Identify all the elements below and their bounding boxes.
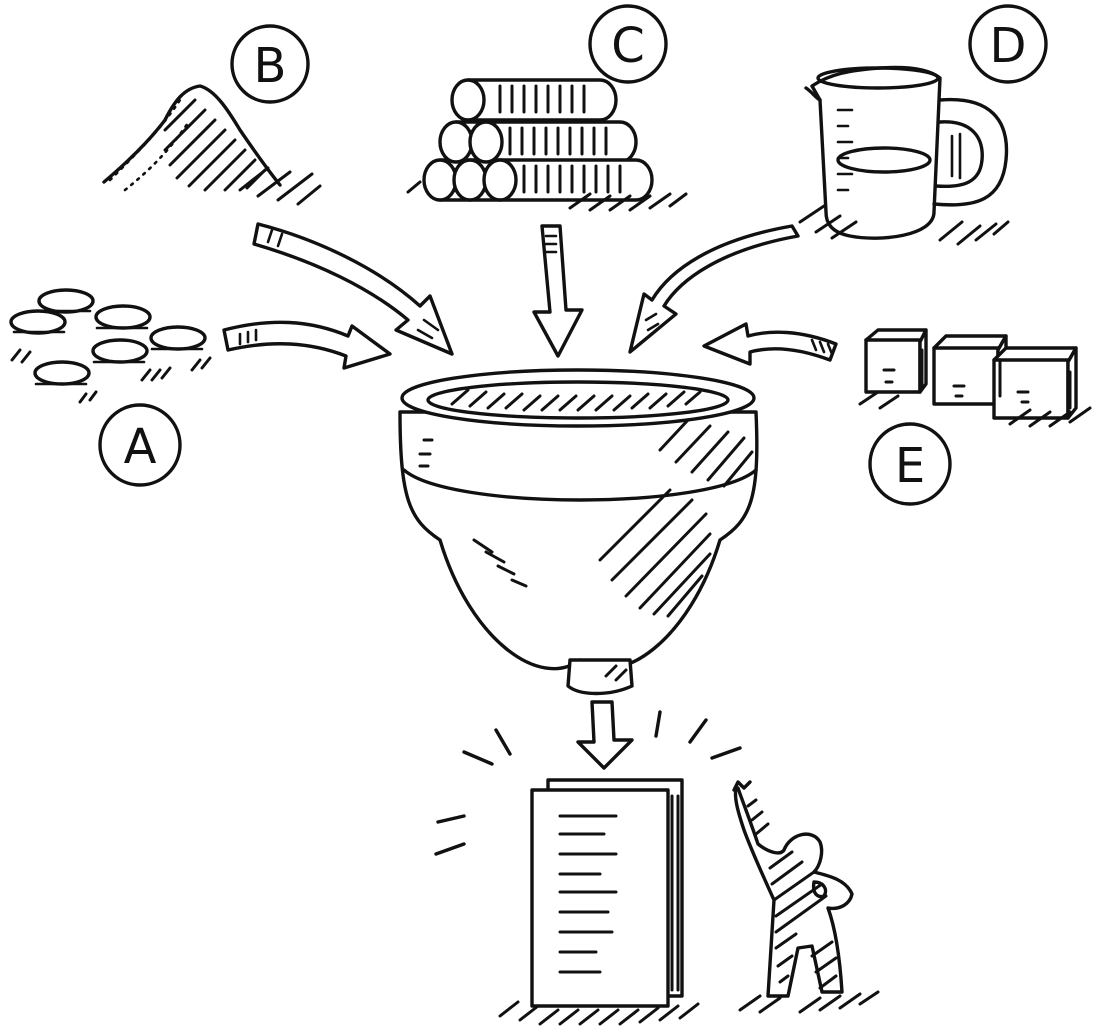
measuring-jug-icon xyxy=(800,67,1008,244)
label-c-badge: C xyxy=(590,6,666,82)
label-a-badge: A xyxy=(100,405,180,485)
label-b-text: B xyxy=(254,38,287,94)
cheering-person-icon xyxy=(734,782,878,1012)
arrow-from-c xyxy=(534,226,582,356)
label-e-text: E xyxy=(895,438,925,494)
label-d-text: D xyxy=(990,18,1027,74)
funnel-icon xyxy=(400,370,757,694)
cubes-row-icon xyxy=(860,330,1090,426)
sand-heap-icon xyxy=(104,86,320,204)
document-icon xyxy=(500,780,698,1024)
label-a-text: A xyxy=(124,419,157,475)
stacked-logs-icon xyxy=(408,80,686,210)
coins-pile-icon xyxy=(11,290,210,402)
arrow-from-a xyxy=(224,322,390,368)
label-e-badge: E xyxy=(870,424,950,504)
output-arrow xyxy=(578,702,632,768)
label-d-badge: D xyxy=(970,6,1046,82)
label-c-text: C xyxy=(611,18,645,74)
label-b-badge: B xyxy=(232,26,308,102)
arrow-from-e xyxy=(704,324,836,364)
